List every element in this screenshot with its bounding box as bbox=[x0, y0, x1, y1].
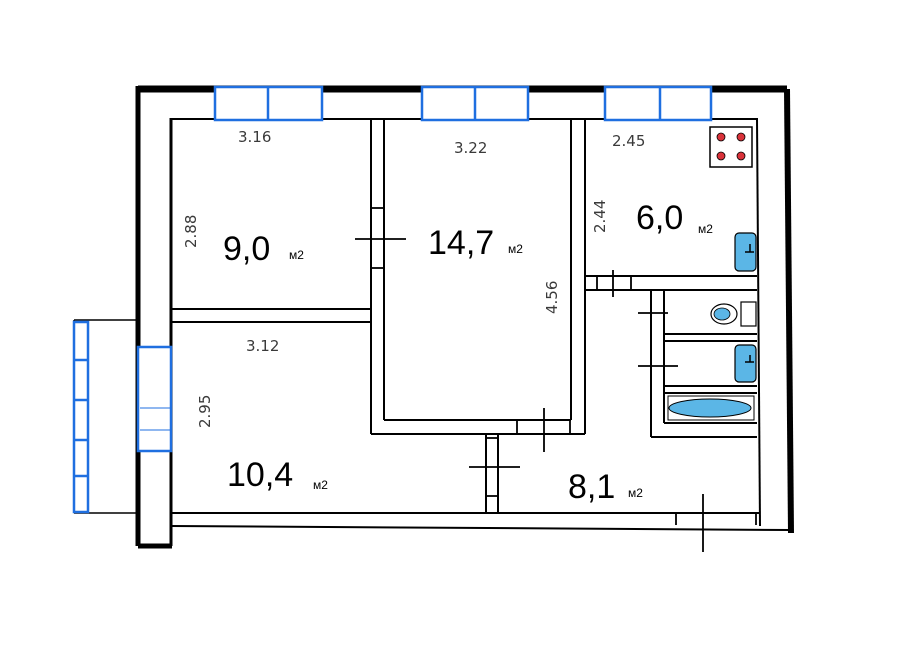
windows-top bbox=[213, 85, 713, 122]
window-kitchen bbox=[603, 85, 713, 122]
area-value: 8,1 bbox=[568, 468, 615, 506]
dim-kitchen-depth: 2.44 bbox=[591, 200, 609, 233]
area-unit: м2 bbox=[508, 242, 523, 256]
area-unit: м2 bbox=[698, 222, 713, 236]
washbasin-icon bbox=[734, 344, 757, 383]
dim-room3-width: 3.12 bbox=[246, 337, 279, 355]
wall-right-inner bbox=[756, 118, 761, 527]
room-label-room-2: 14,7 м2 bbox=[428, 224, 523, 262]
partitions bbox=[171, 119, 757, 513]
bathtub-icon bbox=[667, 395, 755, 421]
area-unit: м2 bbox=[289, 248, 304, 262]
area-value: 14,7 bbox=[428, 224, 494, 262]
dim-room3-depth: 2.95 bbox=[196, 395, 214, 428]
wall-bottom-outer bbox=[170, 525, 792, 531]
dim-room2-width: 3.22 bbox=[454, 139, 487, 157]
area-value: 10,4 bbox=[227, 456, 293, 494]
room-label-hall: 8,1 м2 bbox=[568, 468, 643, 506]
room-label-room-3: 10,4 м2 bbox=[227, 456, 328, 494]
dim-room2-depth: 4.56 bbox=[543, 281, 561, 314]
area-unit: м2 bbox=[313, 478, 328, 492]
window-room-2 bbox=[420, 85, 530, 122]
area-unit: м2 bbox=[628, 486, 643, 500]
dim-kitchen-width: 2.45 bbox=[612, 132, 645, 150]
area-value: 6,0 bbox=[636, 199, 683, 237]
dim-room1-width: 3.16 bbox=[238, 128, 271, 146]
dim-room1-depth: 2.88 bbox=[182, 215, 200, 248]
stove-icon bbox=[709, 126, 753, 168]
toilet-icon bbox=[710, 301, 757, 327]
window-room-1 bbox=[213, 85, 324, 122]
area-value: 9,0 bbox=[223, 230, 270, 268]
balcony-window bbox=[72, 320, 90, 514]
window-room-3 bbox=[136, 345, 173, 453]
room-label-room-1: 9,0 м2 bbox=[223, 230, 304, 268]
door-marks bbox=[355, 207, 757, 552]
wall-right bbox=[784, 88, 794, 534]
kitchen-sink-icon bbox=[734, 232, 757, 272]
balcony bbox=[73, 319, 138, 514]
room-label-kitchen: 6,0 м2 bbox=[636, 199, 713, 237]
